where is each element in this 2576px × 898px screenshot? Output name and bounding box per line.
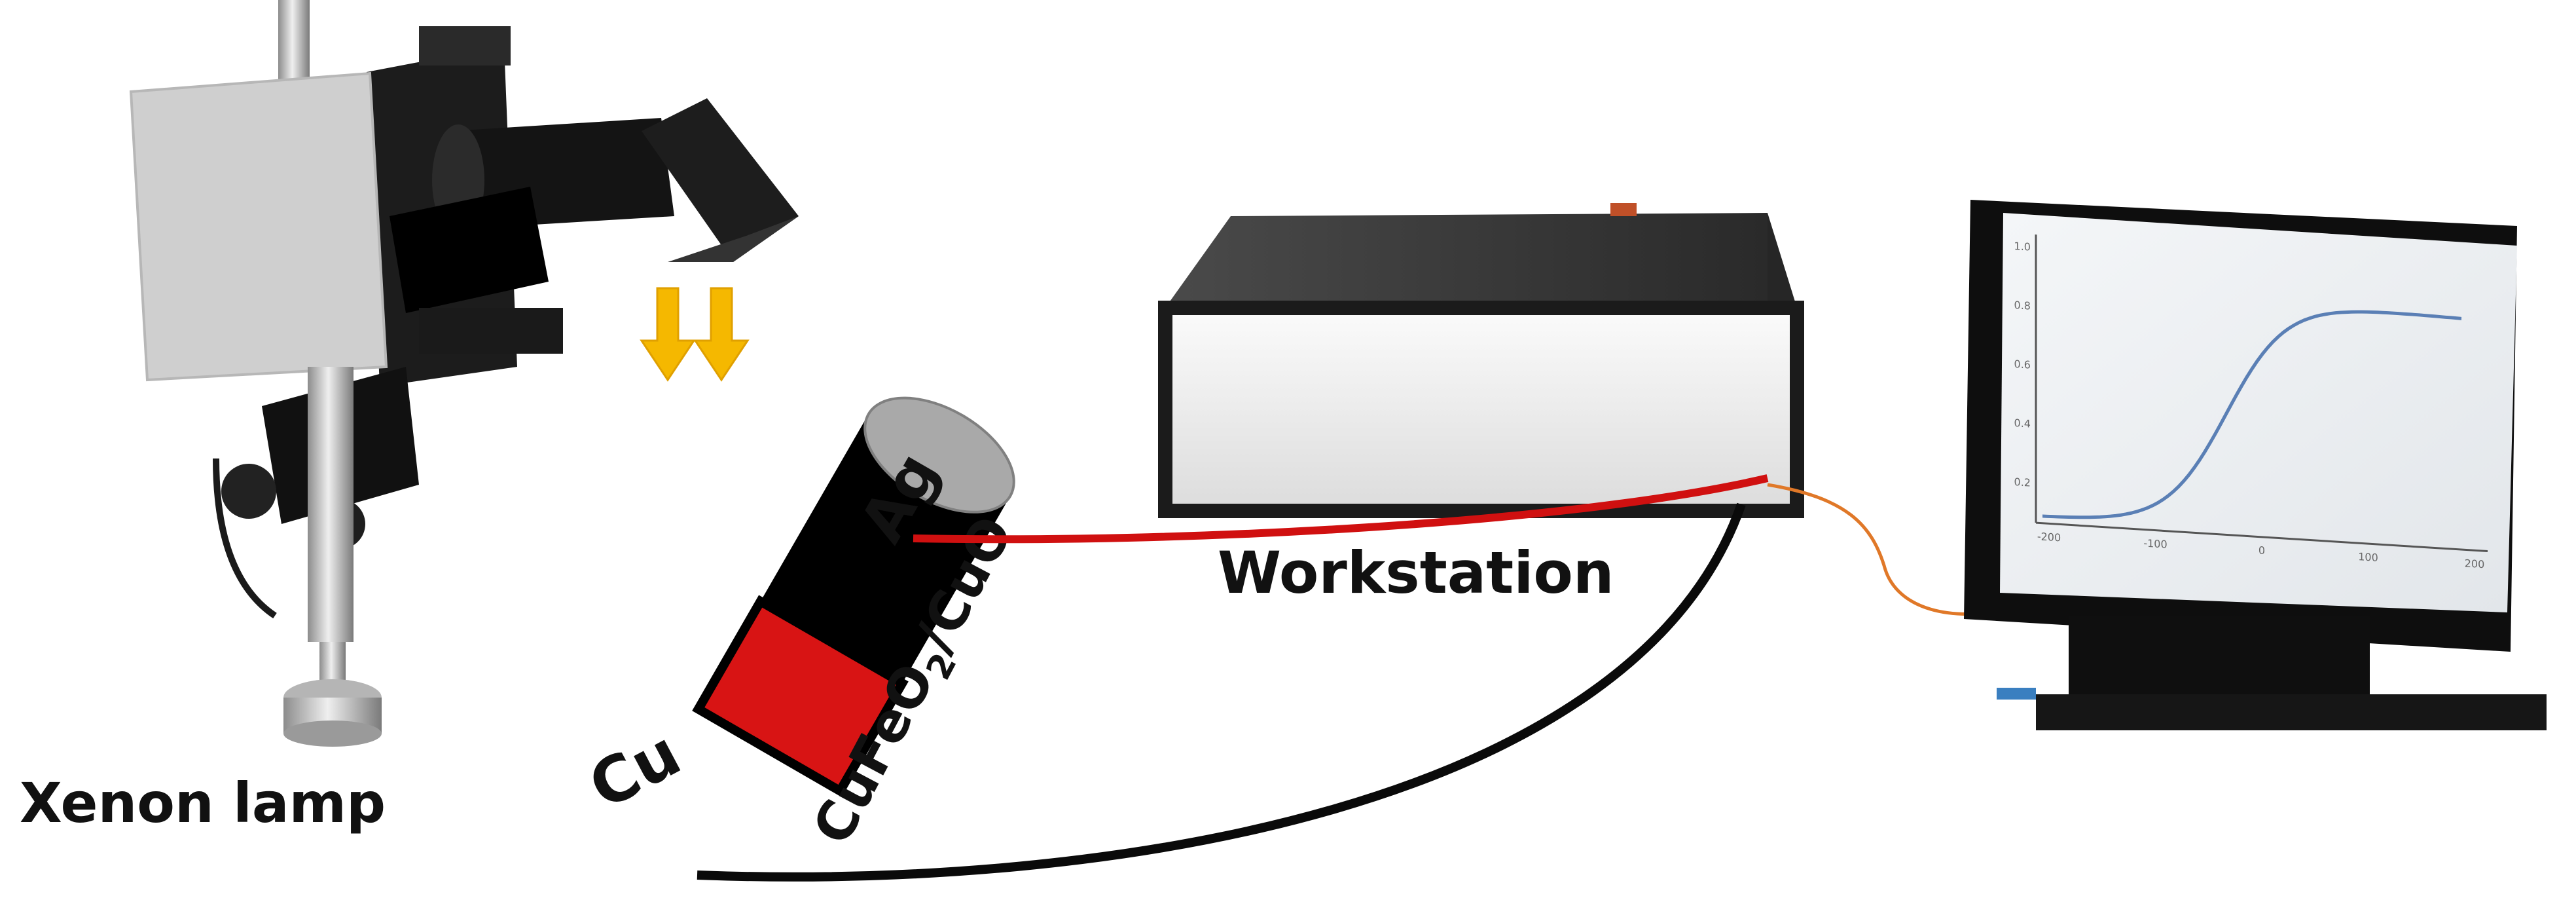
lamp-label: Xenon lamp bbox=[20, 771, 386, 835]
monitor-plot: -200 -100 0 100 200 0.2 0.4 0.6 0.8 1.0 bbox=[2014, 234, 2488, 571]
silver-contact bbox=[863, 396, 1015, 514]
lamp-base-bottom bbox=[283, 720, 382, 747]
plot-y-tick-label: 0.2 bbox=[2014, 476, 2031, 489]
monitor-port bbox=[1997, 688, 2036, 700]
monitor-icon: -200 -100 0 100 200 0.2 0.4 0.6 0.8 1.0 bbox=[1964, 200, 2547, 730]
workstation-front bbox=[1158, 301, 1804, 518]
plot-y-tick-label: 0.8 bbox=[2014, 299, 2031, 312]
plot-x-tick-label: -100 bbox=[2143, 537, 2167, 551]
double-down-arrow-icon bbox=[640, 287, 750, 382]
lamp-mirror-face bbox=[668, 216, 799, 262]
light-arrow-right bbox=[693, 287, 750, 382]
plot-curve bbox=[2042, 310, 2462, 519]
lamp-knob bbox=[221, 464, 276, 519]
workstation-connector bbox=[1610, 203, 1637, 216]
lamp-mirror-head bbox=[642, 98, 799, 262]
plot-x-axis bbox=[2036, 521, 2488, 553]
plot-x-tick-label: 200 bbox=[2465, 557, 2485, 571]
sample-electrode bbox=[692, 396, 1015, 798]
light-arrow-left bbox=[640, 287, 696, 382]
usb-cable bbox=[1767, 483, 2010, 616]
monitor-stand-foot bbox=[2036, 694, 2547, 730]
plot-y-ticks: 0.2 0.4 0.6 0.8 1.0 bbox=[2014, 240, 2031, 489]
plot-x-ticks: -200 -100 0 100 200 bbox=[2037, 530, 2484, 571]
lamp-top-post bbox=[278, 0, 310, 92]
plot-x-tick-label: -200 bbox=[2037, 530, 2061, 544]
plot-x-tick-label: 0 bbox=[2259, 544, 2265, 557]
copper-contact-label: Cu bbox=[577, 717, 692, 824]
workstation bbox=[1158, 203, 1804, 518]
plot-y-tick-label: 0.6 bbox=[2014, 358, 2031, 371]
negative-wire bbox=[697, 502, 1746, 882]
lamp-cap bbox=[419, 26, 511, 65]
lamp-cable bbox=[213, 458, 277, 619]
lamp-front-panel bbox=[129, 71, 388, 382]
lamp-label-patch bbox=[390, 187, 549, 313]
plot-x-tick-label: 100 bbox=[2358, 550, 2378, 564]
lamp-pole-lower bbox=[319, 642, 346, 681]
workstation-label: Workstation bbox=[1218, 539, 1614, 607]
positive-wire bbox=[913, 474, 1769, 544]
lamp-pole bbox=[308, 367, 354, 642]
xenon-lamp bbox=[129, 0, 799, 747]
lamp-bracket bbox=[419, 308, 563, 354]
plot-y-tick-label: 1.0 bbox=[2014, 240, 2031, 253]
workstation-top bbox=[1165, 213, 1768, 308]
plot-y-tick-label: 0.4 bbox=[2014, 417, 2031, 430]
monitor-stand-neck bbox=[2069, 616, 2370, 694]
copper-contact bbox=[692, 595, 909, 798]
